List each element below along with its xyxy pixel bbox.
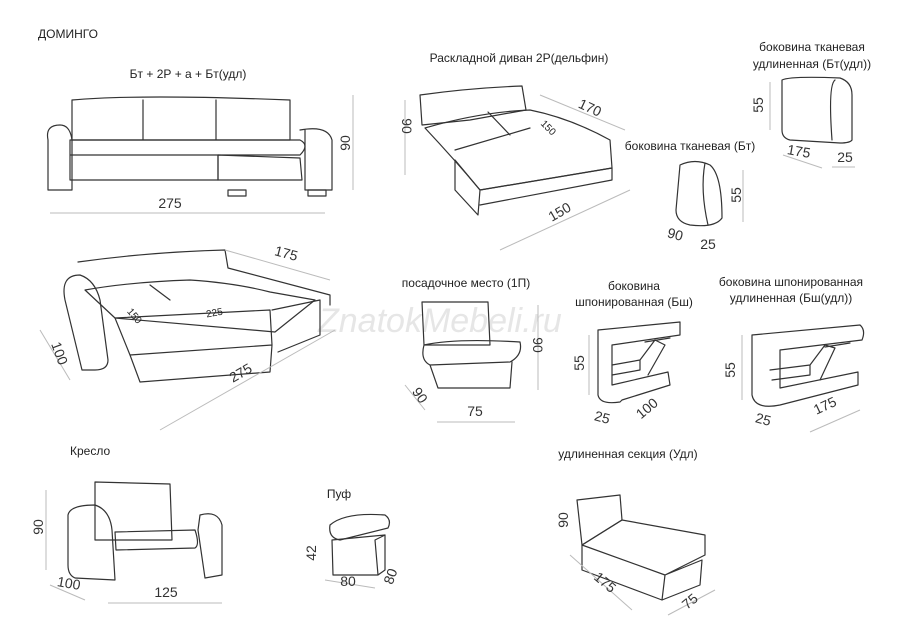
- side-veneer-long-label-1: боковина шпонированная: [719, 275, 863, 289]
- pouf-depth: 80: [380, 566, 400, 586]
- corner-open-bed-length: 225: [205, 307, 224, 321]
- seat-height: 90: [530, 337, 546, 353]
- seat-width: 75: [467, 403, 483, 419]
- chaise-drawing: [569, 494, 716, 616]
- corner-open-side: 100: [48, 340, 71, 368]
- side-veneer-long-drawing: [741, 324, 865, 433]
- corner-sofa-open-drawing: [39, 249, 336, 431]
- side-veneer-drawing: [588, 321, 681, 404]
- corner-sofa-height: 90: [337, 135, 353, 151]
- side-veneer-long-depth: 175: [811, 393, 839, 417]
- corner-open-width: 275: [226, 360, 254, 386]
- side-fabric-long-height: 55: [750, 97, 766, 113]
- corner-sofa-front-drawing: [46, 95, 354, 214]
- side-fabric-label: боковина тканевая (Бт): [625, 139, 755, 153]
- watermark: ZnatokMebeli.ru: [317, 302, 562, 340]
- armchair-width: 125: [154, 584, 178, 600]
- side-fabric-long-label-1: боковина тканевая: [759, 40, 865, 54]
- pouf-height: 42: [303, 545, 319, 561]
- chaise-height: 90: [555, 512, 571, 528]
- dolphin-bed: 150: [538, 118, 558, 138]
- armchair-depth: 100: [56, 573, 82, 593]
- side-fabric-depth: 90: [666, 224, 685, 244]
- armchair-height: 90: [30, 519, 46, 535]
- corner-sofa-label: Бт + 2Р + а + Бт(удл): [130, 67, 247, 81]
- chaise-length: 175: [591, 569, 619, 596]
- corner-open-bed-width: 150: [124, 306, 143, 326]
- page-title: ДОМИНГО: [38, 27, 98, 41]
- dolphin-sofa-drawing: [404, 85, 631, 251]
- corner-sofa-width: 275: [158, 195, 182, 211]
- pouf-label: Пуф: [327, 487, 351, 501]
- seat-drawing: [404, 301, 539, 423]
- side-fabric-long-drawing: [769, 76, 855, 169]
- armchair-drawing: [45, 481, 223, 604]
- side-veneer-long-label-2: удлиненная (Бш(удл)): [730, 291, 852, 305]
- side-veneer-label-2: шпонированная (Бш): [575, 295, 693, 309]
- corner-open-depth: 175: [273, 242, 300, 264]
- side-veneer-long-width: 25: [754, 409, 773, 429]
- seat-depth: 90: [409, 384, 431, 406]
- armchair-label: Кресло: [70, 444, 110, 458]
- side-fabric-long-length: 175: [786, 141, 812, 161]
- side-fabric-width: 25: [700, 236, 716, 252]
- pouf-width: 80: [340, 573, 356, 589]
- dolphin-width: 150: [545, 199, 573, 225]
- side-fabric-height: 55: [728, 187, 744, 203]
- dolphin-label: Раскладной диван 2Р(дельфин): [430, 51, 609, 65]
- seat-label: посадочное место (1П): [402, 276, 530, 290]
- side-veneer-depth: 100: [633, 394, 661, 421]
- pouf-drawing: [324, 513, 391, 589]
- side-veneer-height: 55: [571, 355, 587, 371]
- side-veneer-label-1: боковина: [608, 279, 660, 293]
- dolphin-depth: 170: [576, 95, 604, 119]
- side-fabric-long-label-2: удлиненная (Бт(удл)): [753, 57, 871, 71]
- side-veneer-width: 25: [593, 407, 612, 427]
- chaise-label: удлиненная секция (Удл): [558, 447, 697, 461]
- chaise-width: 75: [679, 590, 701, 612]
- side-fabric-drawing: [675, 160, 744, 227]
- dolphin-height: 90: [399, 118, 415, 134]
- side-veneer-long-height: 55: [722, 362, 738, 378]
- side-fabric-long-width: 25: [837, 149, 853, 165]
